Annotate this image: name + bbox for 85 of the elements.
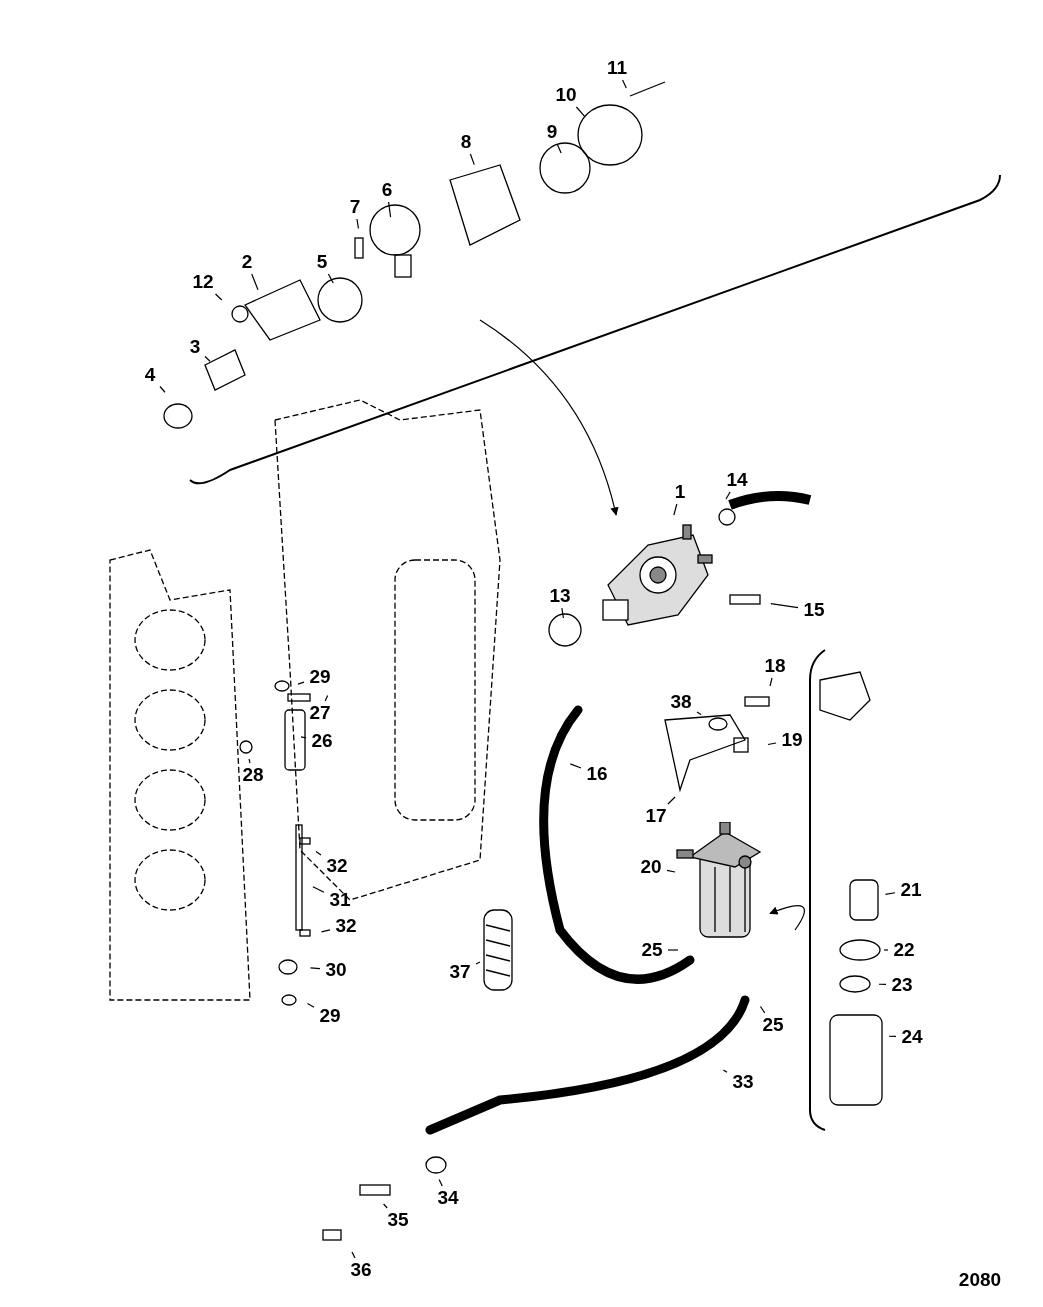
callout-number: 10 [555, 85, 577, 105]
callout-number: 26 [311, 731, 333, 751]
leader-line [297, 681, 305, 685]
callout-number: 6 [381, 180, 393, 200]
figure-number: 2080 [958, 1270, 1002, 1290]
leader-line [575, 106, 586, 118]
leader-line [696, 711, 702, 716]
leader-line [767, 742, 777, 746]
callout-number: 25 [762, 1015, 784, 1035]
callout-number: 32 [326, 856, 348, 876]
leader-line [888, 1035, 897, 1038]
leader-line [667, 949, 679, 951]
callout-number: 34 [437, 1188, 459, 1208]
leader-line [320, 929, 331, 933]
callout-number: 36 [350, 1260, 372, 1280]
leader-line [666, 869, 676, 873]
callout-number: 18 [764, 656, 786, 676]
leader-line [475, 961, 481, 965]
leader-line [251, 273, 259, 291]
callout-number: 2 [241, 252, 253, 272]
callout-number: 1 [674, 482, 686, 502]
callout-number: 24 [901, 1027, 923, 1047]
leader-line [387, 201, 392, 218]
arrow [479, 319, 619, 516]
callout-number: 35 [387, 1210, 409, 1230]
leader-line [722, 1069, 728, 1073]
leader-line [556, 143, 562, 154]
leader-line [725, 491, 731, 500]
leader-line [306, 1003, 315, 1008]
callout-number: 37 [449, 962, 471, 982]
callout-number: 27 [309, 703, 331, 723]
leader-line [248, 758, 251, 764]
callout-number: 23 [891, 975, 913, 995]
leader-line [769, 677, 773, 687]
leader-line [324, 694, 329, 702]
callout-number: 15 [803, 600, 825, 620]
callout-number: 8 [460, 132, 472, 152]
callout-number: 4 [144, 365, 156, 385]
callout-number: 30 [325, 960, 347, 980]
leader-line [309, 967, 321, 970]
leader-line [356, 218, 360, 230]
callout-number: 28 [242, 765, 264, 785]
leader-line [204, 355, 211, 362]
leader-line [673, 503, 678, 516]
callout-number: 21 [900, 880, 922, 900]
leader-line [878, 983, 887, 986]
callout-number: 3 [189, 337, 201, 357]
callout-number: 32 [335, 916, 357, 936]
callout-number: 25 [641, 940, 663, 960]
leader-line [438, 1178, 443, 1187]
leader-line [883, 949, 889, 951]
leader-line [569, 763, 582, 769]
callout-number: 22 [893, 940, 915, 960]
callout-number: 12 [192, 272, 214, 292]
callout-number: 14 [726, 470, 748, 490]
leader-line [214, 293, 223, 301]
leader-line [770, 603, 799, 609]
leader-line [621, 79, 627, 89]
callout-number: 17 [645, 806, 667, 826]
callout-number: 33 [732, 1072, 754, 1092]
leader-line [312, 886, 325, 893]
callout-number: 16 [586, 764, 608, 784]
arrow [769, 905, 806, 931]
callout-number: 29 [319, 1006, 341, 1026]
callout-number: 7 [349, 197, 361, 217]
callout-number: 11 [606, 58, 628, 78]
leader-line [759, 1005, 766, 1014]
leader-line [327, 273, 334, 284]
callout-number: 19 [781, 730, 803, 750]
callout-number: 31 [329, 890, 351, 910]
leader-line [315, 850, 322, 856]
leader-line [159, 385, 166, 393]
leader-line [561, 607, 565, 619]
callout-number: 5 [316, 252, 328, 272]
callout-number: 38 [670, 692, 692, 712]
leader-line [351, 1251, 356, 1259]
callout-number: 29 [309, 667, 331, 687]
callout-number: 13 [549, 586, 571, 606]
callout-number: 20 [640, 857, 662, 877]
callout-number: 9 [546, 122, 558, 142]
leader-line [300, 736, 307, 739]
leader-line [884, 892, 896, 895]
leader-line [469, 153, 475, 166]
leader-line [383, 1203, 388, 1209]
leader-line [667, 796, 676, 805]
